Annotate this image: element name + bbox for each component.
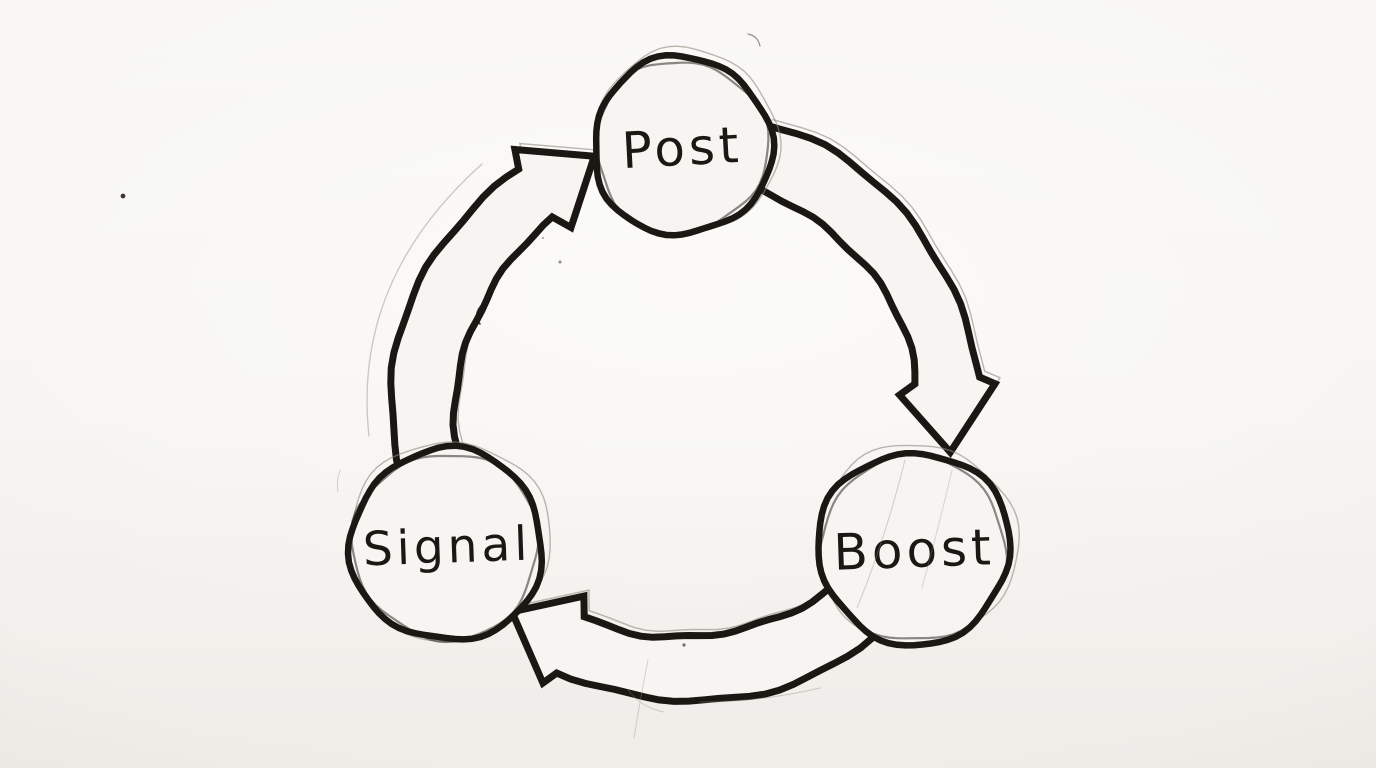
pencil-smudge xyxy=(366,163,483,437)
pencil-smudge xyxy=(336,469,341,493)
node-label-boost: Boost xyxy=(833,518,996,582)
ink-speck xyxy=(682,643,686,647)
node-circle xyxy=(815,449,1014,649)
edge-signal-to-post xyxy=(387,142,601,476)
node-overdraw xyxy=(594,61,770,236)
node-post: Post xyxy=(592,45,782,239)
pencil-smudge xyxy=(699,687,821,703)
node-circle xyxy=(344,442,546,643)
pencil-smudge xyxy=(856,459,906,609)
pencil-smudge xyxy=(627,659,665,739)
edge-post-to-boost xyxy=(748,118,1002,458)
ink-speck xyxy=(558,260,562,264)
node-overdraw xyxy=(350,454,541,644)
ink-speck xyxy=(120,193,126,199)
node-overdraw xyxy=(817,451,1009,640)
node-label-signal: Signal xyxy=(362,517,532,578)
node-label-post: Post xyxy=(620,116,743,180)
node-boost: Boost xyxy=(815,444,1021,649)
pencil-smudge xyxy=(921,469,953,589)
ink-speck xyxy=(542,237,544,239)
node-signal: Signal xyxy=(344,441,551,644)
ink-mark xyxy=(475,305,482,325)
ink-mark xyxy=(747,33,761,47)
